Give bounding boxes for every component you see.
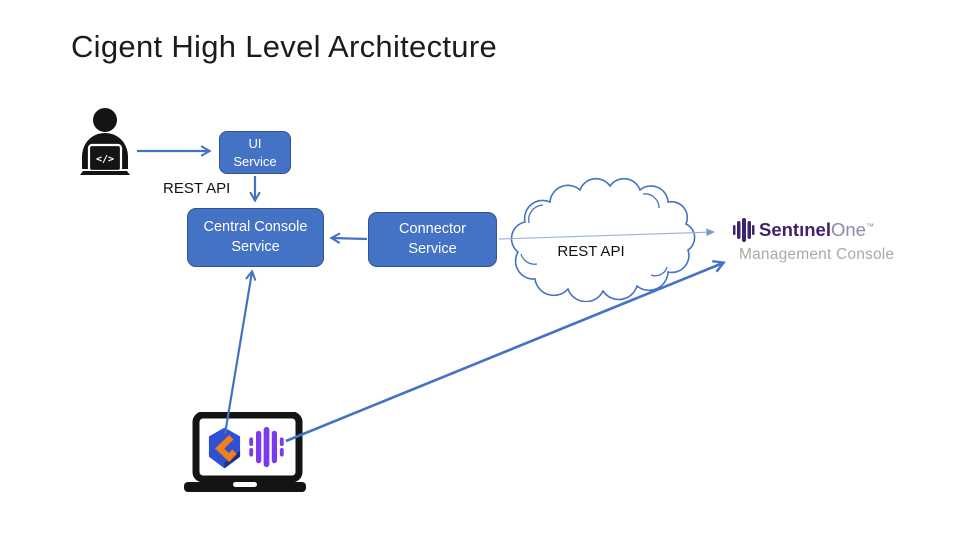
user-laptop-base: [80, 171, 130, 175]
sentinelone-wordmark-light: One: [830, 219, 866, 240]
central-console-label-1: Central Console: [203, 219, 308, 236]
trademark-mark: ™: [865, 222, 874, 231]
sentinelone-wordmark: SentınelOne™: [759, 217, 874, 243]
central-console-service-node: Central Console Service: [187, 208, 324, 267]
management-console-label: Management Console: [739, 246, 895, 263]
central-console-label-2: Service: [231, 238, 280, 255]
sentinelone-wordmark-bold: Sentınel: [759, 219, 831, 240]
agent-app-chevron: [215, 435, 234, 462]
developer-user-icon: </>: [80, 108, 130, 175]
laptop-base-notch: [233, 482, 257, 487]
cloud-shape: [510, 177, 696, 302]
connector-label-1: Connector: [399, 221, 466, 238]
agent-app-shade: [224, 450, 241, 469]
sentinelone-agent-bars: [249, 426, 284, 468]
sentinelone-logo-icon: [733, 218, 755, 242]
laptop-icon: [184, 412, 306, 492]
code-glyph: </>: [96, 154, 114, 165]
cloud-outline: [510, 177, 696, 302]
ui-service-label-1: UI: [248, 136, 262, 152]
ui-service-node: UI Service: [219, 131, 291, 174]
ui-service-label-2: Service: [233, 153, 277, 169]
connector-label-2: Service: [408, 240, 457, 257]
page-title: Cigent High Level Architecture: [71, 29, 498, 64]
arrow-laptop-to-central-console: [223, 269, 257, 435]
rest-api-label-ui: REST API: [163, 180, 231, 197]
agent-app-icon: [208, 427, 241, 469]
connector-service-node: Connector Service: [368, 212, 497, 267]
rest-api-label-cloud: REST API: [557, 243, 625, 260]
cloud-curl-left: [528, 204, 544, 224]
user-head: [93, 108, 117, 132]
sentinelone-agent-icon: [249, 426, 284, 468]
arrow-connector-to-central-console: [329, 232, 368, 244]
sentinelone-logo-bars: [733, 218, 755, 242]
cloud-curl-top-right: [642, 193, 660, 209]
